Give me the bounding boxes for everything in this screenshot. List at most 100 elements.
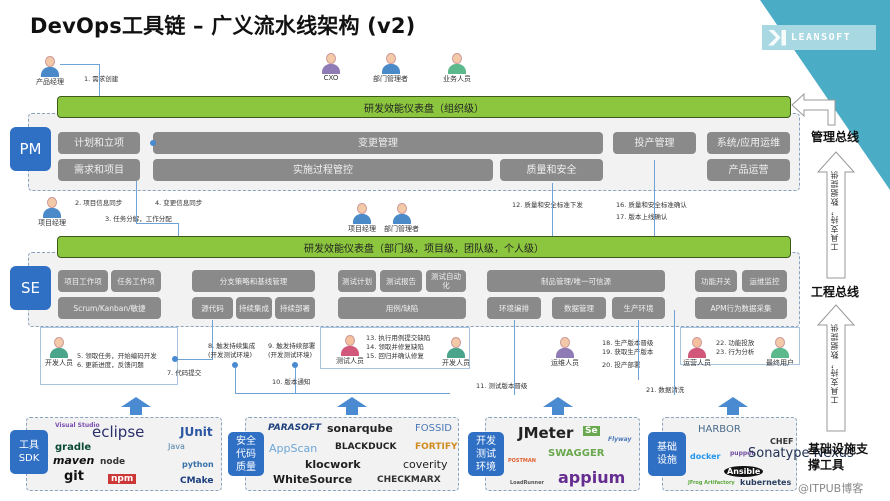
- tag-label: 开发测试环境: [476, 435, 496, 473]
- box-system-ops[interactable]: 系统/应用运维: [707, 132, 790, 154]
- person-label: 产品经理: [36, 78, 64, 86]
- person-cxo: CXO: [320, 52, 342, 82]
- pm-dashboard-bar[interactable]: 研发效能仪表盘（组织级）: [57, 96, 791, 118]
- tool-logo: Java: [168, 442, 185, 451]
- tool-logo: JUnit: [180, 425, 213, 439]
- connector-step8: [235, 368, 236, 393]
- person-label: 部门管理者: [384, 225, 419, 233]
- tool-logo: gradle: [55, 442, 92, 453]
- brand-logo-text: LEANSOFT: [791, 32, 852, 43]
- step-23-label: 23. 行为分析: [716, 348, 755, 356]
- business-staff-avatar-icon: [446, 52, 468, 74]
- box-env-orchestration[interactable]: 环境编排: [487, 297, 541, 319]
- connector-step20: [638, 320, 639, 380]
- tool-logo: puppet: [730, 450, 755, 457]
- person-project-manager-mid: 项目经理: [348, 202, 376, 234]
- tool-logo: WhiteSource: [273, 473, 353, 486]
- box-product-ops[interactable]: 产品运营: [707, 159, 790, 181]
- tool-logo: docker: [690, 452, 721, 461]
- box-production-env[interactable]: 生产环境: [612, 297, 665, 319]
- product-manager-avatar-icon: [39, 55, 61, 77]
- box-ops-monitoring[interactable]: 运维监控: [742, 270, 787, 292]
- box-change-management[interactable]: 变更管理: [153, 132, 603, 154]
- toolgroup-infra-tag: 基础设施: [648, 432, 686, 476]
- person-label: 项目经理: [38, 219, 66, 227]
- arrow-left-to-dashboard: [791, 92, 836, 126]
- tool-logo: Se: [583, 426, 600, 436]
- person-label: 项目经理: [348, 225, 376, 233]
- box-quality-security[interactable]: 质量和安全: [500, 159, 603, 181]
- person-tester: 测试人员: [336, 334, 364, 366]
- box-test-automation[interactable]: 测试自动化: [426, 270, 466, 292]
- step-7-label: 7. 代码提交: [167, 369, 202, 377]
- connector-step7: [178, 359, 212, 360]
- tool-logo: appium: [558, 468, 626, 487]
- step-18-label: 18. 生产版本晋级: [602, 339, 654, 347]
- step-12-label: 12. 质量和安全标准下发: [512, 201, 583, 209]
- box-scrum-kanban[interactable]: Scrum/Kanban/敏捷: [58, 297, 161, 319]
- step-16-label: 16. 质量和安全标准确认: [616, 201, 687, 209]
- step-20-label: 20. 投产部署: [602, 361, 641, 369]
- connector-dot: [292, 362, 298, 368]
- person-label: CXO: [323, 74, 339, 82]
- person-label: 运维人员: [551, 359, 579, 367]
- watermark: @ITPUB博客: [798, 482, 864, 495]
- connector-step12: [552, 183, 553, 265]
- connector-step11: [514, 320, 515, 395]
- person-ops-staff: 运维人员: [551, 336, 579, 368]
- tag-label: 基础设施: [657, 442, 677, 466]
- tool-logo: FOSSID: [415, 423, 452, 434]
- arrow-up-sdk: [121, 397, 151, 415]
- connector-step10: [235, 393, 450, 394]
- box-plan[interactable]: 计划和立项: [58, 132, 140, 154]
- tester-avatar-icon: [339, 334, 361, 356]
- tag-label: 安全代码质量: [236, 435, 256, 473]
- page-title: DevOps工具链 – 广义流水线架构 (v2): [30, 14, 416, 38]
- box-process-control[interactable]: 实施过程管控: [153, 159, 493, 181]
- box-task-work-items[interactable]: 任务工作项: [111, 270, 161, 292]
- operations-staff-avatar-icon: [686, 336, 708, 358]
- box-source-code[interactable]: 源代码: [192, 297, 233, 319]
- tool-logo: PARASOFT: [268, 423, 322, 433]
- step-2-label: 2. 项目信息同步: [75, 199, 123, 207]
- connector-step9: [295, 368, 296, 393]
- box-cd[interactable]: 持续部署: [275, 297, 315, 319]
- project-manager-mid-avatar-icon: [351, 202, 373, 224]
- box-release-management[interactable]: 投产管理: [613, 132, 696, 154]
- toolgroup-infra-logos: HARBOR CHEF docker puppet Sonatype Nexus…: [688, 420, 854, 490]
- box-project-work-items[interactable]: 项目工作项: [58, 270, 108, 292]
- step-8-sub-label: (开发测试环境): [208, 351, 253, 359]
- box-branch-baseline[interactable]: 分支策略和基线管理: [192, 270, 315, 292]
- step-10-label: 10. 版本通知: [272, 378, 311, 386]
- arrow-up-devtest: [543, 397, 573, 415]
- step-8-label: 8. 触发持续集成: [208, 342, 256, 350]
- connector-step21: [674, 310, 675, 395]
- developer-avatar-icon: [48, 336, 70, 358]
- person-end-user: 最终用户: [766, 336, 794, 368]
- connector-dot: [150, 140, 156, 146]
- tool-logo: LoadRunner: [510, 480, 544, 486]
- tool-logo: sonarqube: [327, 422, 393, 435]
- connector-step16: [654, 160, 655, 265]
- connector-step4: [136, 181, 137, 223]
- toolgroup-security: [245, 417, 459, 491]
- tool-logo: coverity: [403, 458, 448, 471]
- box-feature-toggle[interactable]: 功能开关: [695, 270, 737, 292]
- end-user-avatar-icon: [769, 336, 791, 358]
- se-dashboard-bar[interactable]: 研发效能仪表盘（部门级，项目级，团队级，个人级）: [57, 236, 791, 258]
- tool-logo: Visual Studio: [55, 422, 100, 429]
- box-cases-defects[interactable]: 用例/缺陷: [338, 297, 466, 319]
- person-label: 开发人员: [442, 359, 470, 367]
- box-apm[interactable]: APM行为数据采集: [695, 297, 787, 319]
- box-test-plan[interactable]: 测试计划: [338, 270, 376, 292]
- step-19-label: 19. 获取生产版本: [602, 348, 654, 356]
- box-req-project[interactable]: 需求和项目: [58, 159, 140, 181]
- person-dept-manager-mid: 部门管理者: [384, 202, 419, 234]
- box-data-management[interactable]: 数据管理: [552, 297, 606, 319]
- box-ci[interactable]: 持续集成: [236, 297, 272, 319]
- tool-logo: Ansible: [724, 466, 764, 477]
- box-test-report[interactable]: 测试报告: [380, 270, 422, 292]
- person-business-staff: 业务人员: [443, 52, 471, 84]
- person-label: 业务人员: [443, 75, 471, 83]
- box-artifact-management[interactable]: 制品管理/唯一可信源: [487, 270, 665, 292]
